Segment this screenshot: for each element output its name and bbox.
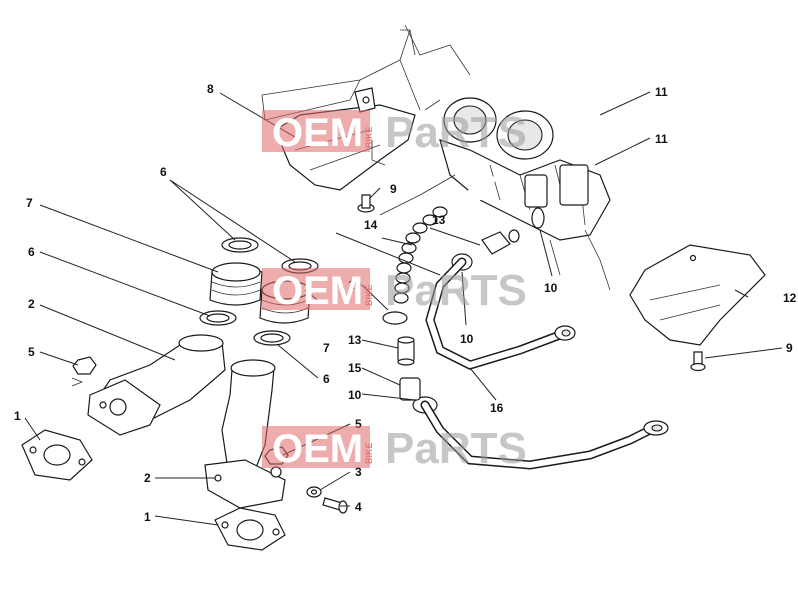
callout-1-bottom: 1 (144, 510, 151, 524)
watermark-bottom: OEM BIKE PaRTS (262, 424, 527, 473)
svg-text:OEM: OEM (272, 427, 363, 471)
svg-text:PaRTS: PaRTS (385, 108, 527, 157)
callout-7-left: 7 (26, 196, 33, 210)
callout-12: 12 (783, 291, 797, 305)
throttle-bodies (379, 97, 611, 291)
callout-10-mid: 10 (460, 332, 474, 346)
part-12-cover (629, 244, 766, 346)
callout-13-lower: 13 (348, 333, 362, 347)
hose-coil-rings (393, 206, 448, 304)
part-5-nut-left (71, 356, 97, 387)
part-13-fitting-upper (481, 229, 520, 255)
callout-6-right: 6 (323, 372, 330, 386)
callout-3: 3 (355, 465, 362, 479)
callout-8: 8 (207, 82, 214, 96)
callout-13-upper: 13 (432, 213, 446, 227)
callout-2-left: 2 (28, 297, 35, 311)
callout-1-left: 1 (14, 409, 21, 423)
part-1-gasket-right (214, 507, 286, 551)
svg-text:PaRTS: PaRTS (385, 266, 527, 315)
callout-11-lower: 11 (655, 132, 668, 146)
callout-14: 14 (364, 218, 378, 232)
part-3-washer (306, 486, 322, 498)
watermark-top: OEM BIKE PaRTS (262, 108, 527, 157)
callout-6-top: 6 (160, 165, 167, 179)
callout-11-top: 11 (655, 85, 668, 99)
callout-5-right: 5 (355, 417, 362, 431)
svg-text:PaRTS: PaRTS (385, 424, 527, 473)
callout-9-right: 9 (786, 341, 793, 355)
callout-9-top: 9 (390, 182, 397, 196)
callout-10-right: 10 (544, 281, 558, 295)
part-15-hose (399, 377, 669, 470)
callout-6-left: 6 (28, 245, 35, 259)
part-14-coiled-hose (384, 173, 501, 325)
callout-4: 4 (355, 500, 362, 514)
rubber-sleeves-left (199, 237, 263, 326)
callout-10-lower: 10 (348, 388, 362, 402)
callout-15: 15 (348, 361, 362, 375)
callout-labels: 8 6 7 6 2 5 1 2 1 7 6 5 3 4 9 14 10 13 1… (14, 82, 797, 524)
part-2-manifold-right (204, 359, 286, 509)
part-9-screw-right (690, 351, 706, 372)
part-4-bolt (322, 497, 348, 514)
svg-text:OEM: OEM (272, 269, 363, 313)
part-2-manifold-left (87, 334, 226, 436)
part-16-hose (425, 257, 576, 370)
frame-tubes (261, 24, 471, 121)
watermark-middle: OEM BIKE PaRTS (262, 266, 527, 315)
svg-text:OEM: OEM (272, 111, 363, 155)
part-9-screw-top (357, 194, 375, 213)
callout-5-left: 5 (28, 345, 35, 359)
part-1-gasket-left (21, 429, 93, 481)
callout-7-right: 7 (323, 341, 330, 355)
part-13-fitting-lower (397, 336, 415, 366)
svg-text:BIKE: BIKE (364, 126, 374, 148)
callout-16: 16 (490, 401, 504, 415)
svg-text:BIKE: BIKE (364, 442, 374, 464)
svg-text:BIKE: BIKE (364, 284, 374, 306)
callout-2-bottom: 2 (144, 471, 151, 485)
